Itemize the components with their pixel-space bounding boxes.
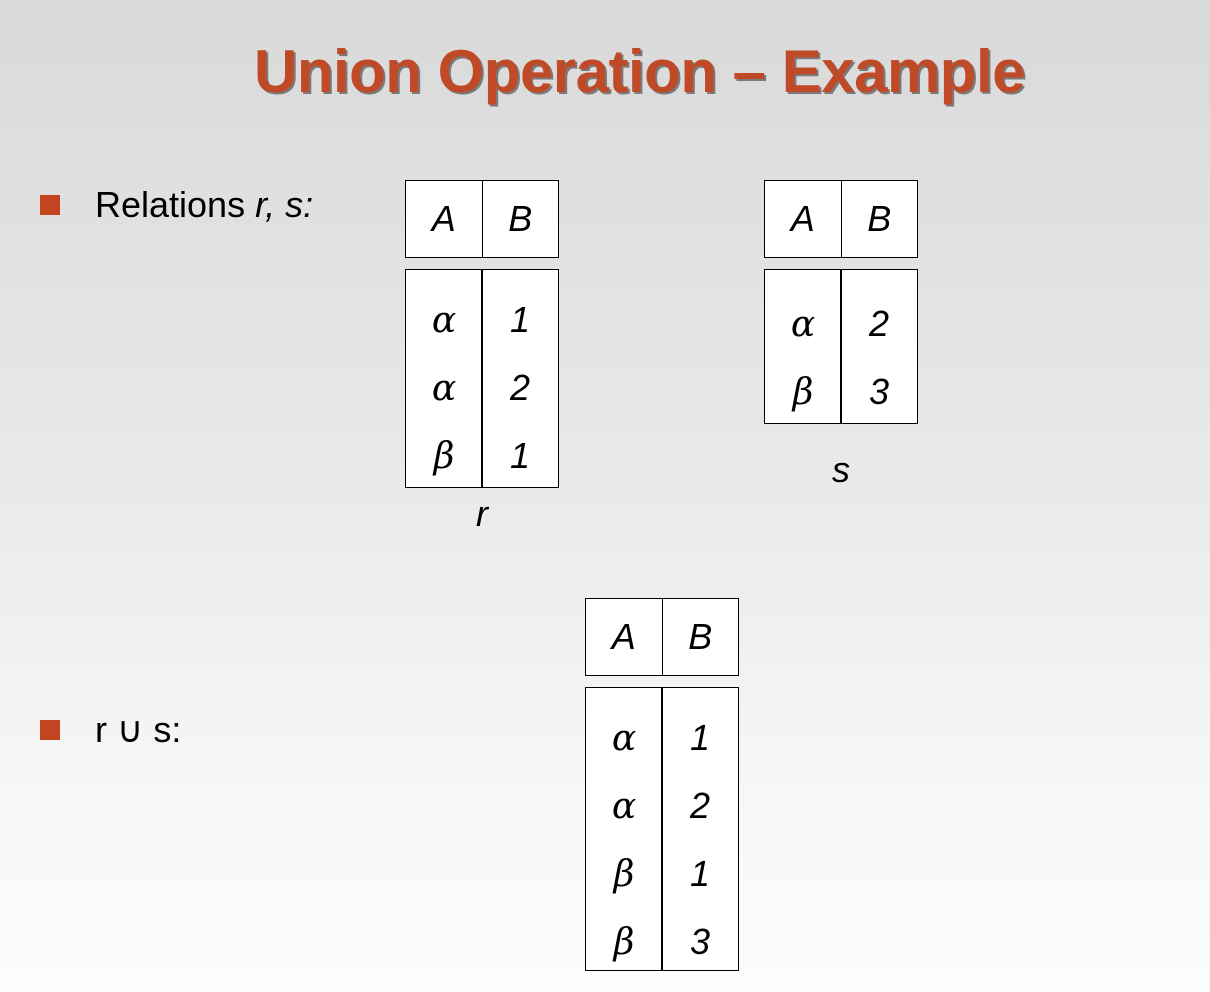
- cell-a: α: [611, 785, 637, 827]
- header-cell-b: B: [867, 198, 892, 239]
- table-row: β 3: [586, 908, 738, 976]
- cell-a: β: [613, 921, 635, 963]
- cell-a: α: [431, 367, 457, 409]
- table-row: β 1: [586, 840, 738, 908]
- cell-a: β: [792, 371, 814, 413]
- cell-b: 2: [689, 785, 711, 826]
- table-row: β 3: [765, 358, 917, 426]
- union-bullet: r ∪ s:: [95, 709, 182, 750]
- relations-bullet: Relations r, s:: [95, 183, 313, 227]
- cell-b: 2: [509, 367, 531, 408]
- relations-vars: r, s:: [255, 184, 314, 225]
- header-cell-b: B: [508, 198, 533, 239]
- slide-title: Union Operation – Example: [254, 38, 1026, 105]
- union-result-table: A B α 1 α 2 β 1 β 3: [585, 598, 739, 971]
- cell-b: 1: [689, 717, 711, 758]
- table-header: A B: [585, 598, 739, 676]
- cell-a: β: [613, 853, 635, 895]
- relations-prefix: Relations: [95, 184, 256, 225]
- table-header: A B: [764, 180, 918, 258]
- bullet-marker: [40, 195, 60, 215]
- relation-r-label: r: [476, 493, 488, 534]
- table-row: α 2: [586, 772, 738, 840]
- cell-b: 1: [509, 299, 531, 340]
- cell-a: α: [611, 717, 637, 759]
- cell-a: β: [433, 435, 455, 477]
- cell-b: 3: [868, 371, 890, 412]
- cell-b: 1: [509, 435, 531, 476]
- cell-b: 2: [868, 303, 890, 344]
- header-cell-a: A: [406, 181, 483, 257]
- relation-s-table: A B α 2 β 3: [764, 180, 918, 424]
- table-body: α 1 α 2 β 1: [405, 269, 559, 488]
- table-header: A B: [405, 180, 559, 258]
- cell-a: α: [431, 299, 457, 341]
- table-row: α 1: [586, 704, 738, 772]
- relation-s-label: s: [832, 449, 850, 490]
- header-cell-a: A: [765, 181, 842, 257]
- cell-b: 1: [689, 853, 711, 894]
- cell-a: α: [790, 303, 816, 345]
- table-row: α 2: [406, 354, 558, 422]
- cell-b: 3: [689, 921, 711, 962]
- table-row: β 1: [406, 422, 558, 490]
- table-body: α 1 α 2 β 1 β 3: [585, 687, 739, 971]
- table-body: α 2 β 3: [764, 269, 918, 424]
- table-row: α 1: [406, 286, 558, 354]
- header-cell-a: A: [586, 599, 663, 675]
- bullet-marker: [40, 720, 60, 740]
- table-row: α 2: [765, 290, 917, 358]
- relation-r-table: A B α 1 α 2 β 1: [405, 180, 559, 488]
- header-cell-b: B: [688, 616, 713, 657]
